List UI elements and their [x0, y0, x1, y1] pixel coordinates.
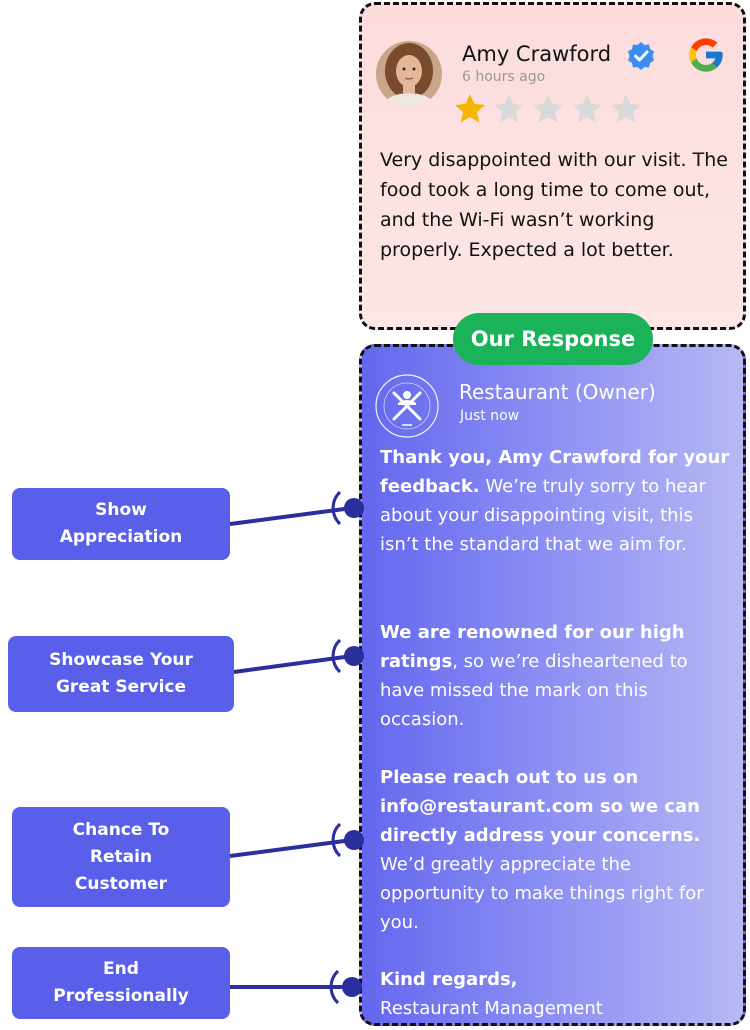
tag-retain-customer: Chance To Retain Customer	[12, 807, 230, 907]
owner-time: Just now	[460, 408, 520, 424]
tag-line: Show	[95, 500, 147, 520]
review-card: Amy Crawford 6 hours ago Very disappoint…	[359, 2, 746, 330]
response-bold: Kind regards,	[380, 969, 518, 990]
reviewer-avatar	[376, 41, 442, 107]
response-paragraph-retain: Please reach out to us on info@restauran…	[380, 763, 732, 937]
response-paragraph-service: We are renowned for our high ratings, so…	[380, 618, 732, 734]
response-paragraph-appreciation: Thank you, Amy Crawford for your feedbac…	[380, 443, 732, 559]
response-text: , so we’re disheartened to have missed t…	[380, 651, 688, 730]
star-icon-empty	[611, 94, 641, 123]
google-logo-icon	[686, 35, 726, 75]
tag-line: Showcase Your	[49, 650, 193, 670]
response-paragraph-signoff: Kind regards, Restaurant Management	[380, 965, 732, 1023]
tag-line: Customer	[74, 873, 168, 894]
review-text: Very disappointed with our visit. The fo…	[380, 149, 728, 261]
connector-end	[230, 969, 362, 1005]
tag-line: Professionally	[53, 986, 189, 1006]
star-icon-empty	[572, 94, 602, 123]
tag-show-appreciation: Show Appreciation	[12, 488, 230, 560]
tag-end-professionally: End Professionally	[12, 947, 230, 1019]
response-bold: Thank you, Amy Crawford for your feedbac…	[380, 447, 730, 497]
restaurant-logo-icon	[374, 373, 440, 439]
connector-service	[233, 638, 364, 674]
connector-appreciation	[229, 490, 364, 526]
review-time: 6 hours ago	[462, 69, 546, 85]
tag-line: End	[103, 959, 139, 979]
tag-line: Appreciation	[59, 527, 183, 547]
response-bold: Please reach out to us on info@restauran…	[380, 767, 701, 846]
tag-showcase-service: Showcase Your Great Service	[8, 636, 234, 712]
star-icon-empty	[533, 94, 563, 123]
response-text: We’d greatly appreciate the opportunity …	[380, 854, 704, 933]
star-icon-filled	[455, 94, 485, 123]
response-text: Restaurant Management	[380, 998, 603, 1019]
our-response-label: Our Response	[453, 313, 653, 365]
reviewer-name: Amy Crawford	[462, 42, 612, 66]
star-rating	[452, 91, 644, 127]
star-icon-empty	[494, 94, 524, 123]
response-card: Restaurant (Owner) Just now Thank you, A…	[359, 344, 746, 1026]
verified-badge-icon	[626, 41, 656, 71]
tag-line: Chance To	[72, 819, 170, 840]
tag-line: Retain	[89, 846, 153, 867]
response-text: We’re truly sorry to hear about your dis…	[380, 476, 706, 555]
response-bold: We are renowned for our high ratings	[380, 622, 685, 672]
connector-retain	[229, 822, 364, 858]
tag-line: Great Service	[55, 677, 187, 697]
owner-name: Restaurant (Owner)	[459, 380, 656, 404]
